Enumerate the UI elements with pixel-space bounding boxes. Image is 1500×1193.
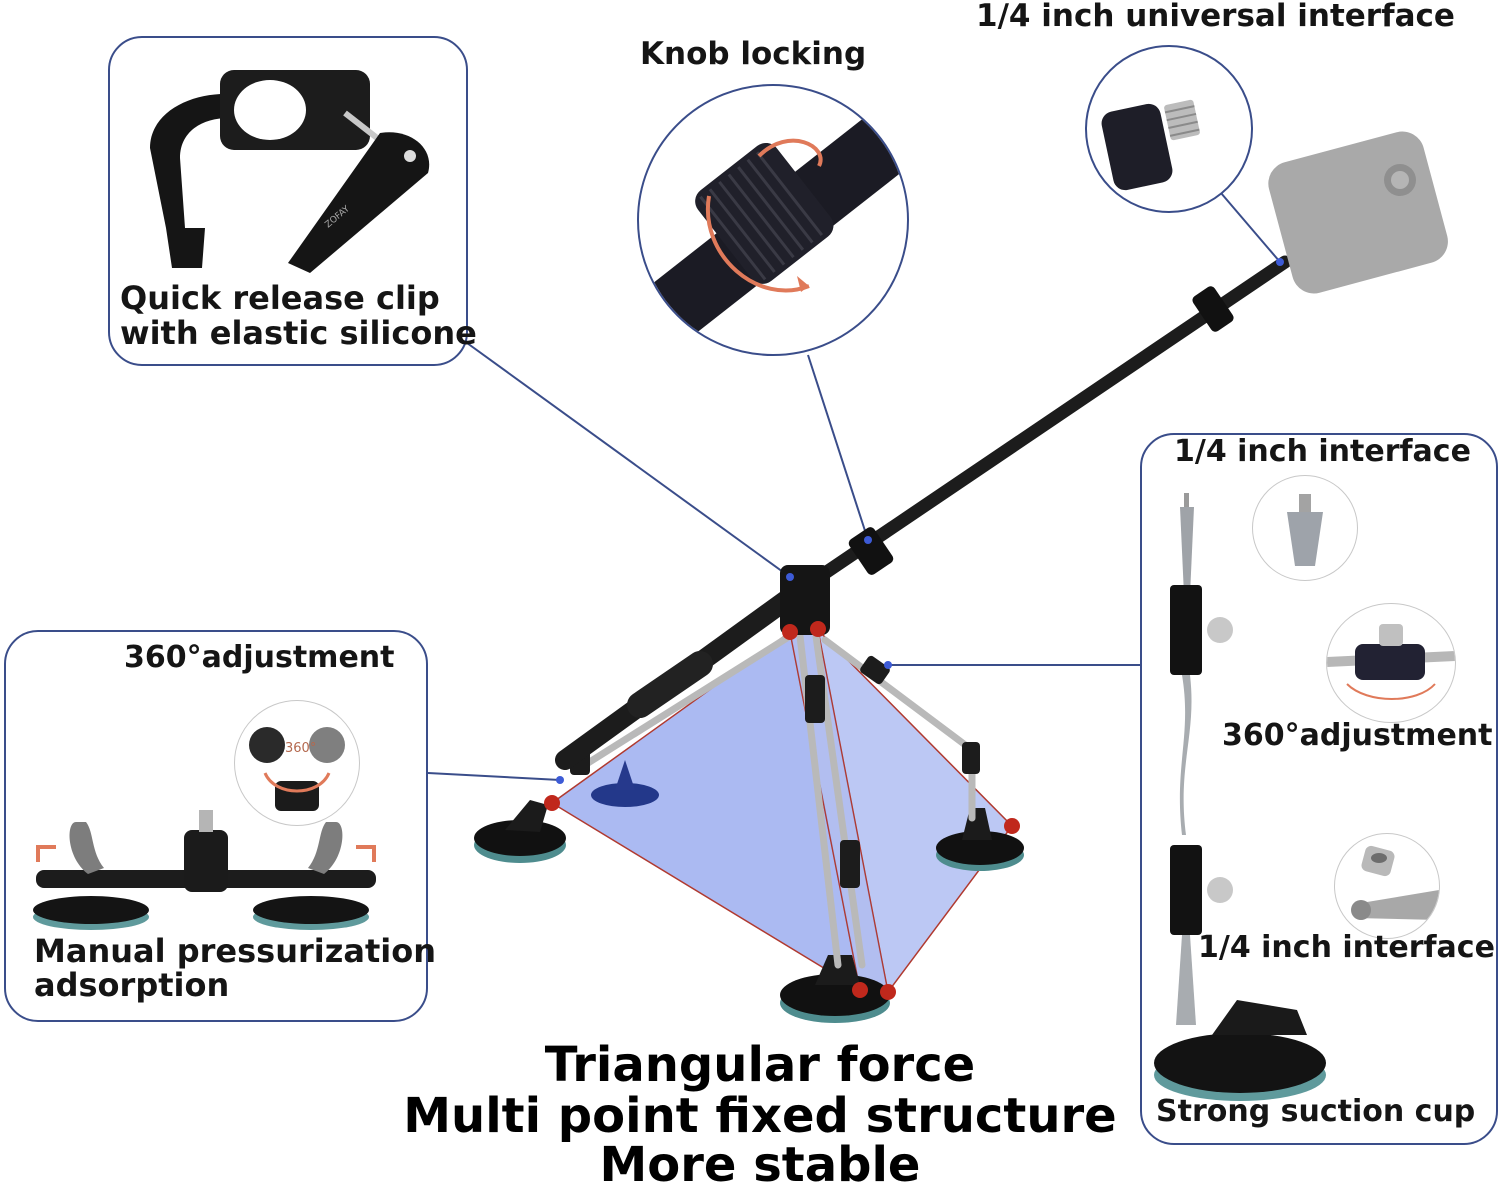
center-mount <box>780 565 830 635</box>
screw-tip-image <box>1287 494 1323 566</box>
triangle-force-shape <box>550 627 1013 994</box>
suction-cup-label: Strong suction cup <box>1156 1094 1476 1129</box>
suction-cup-left <box>474 800 566 863</box>
telescopic-pole <box>555 255 1292 770</box>
adjust-right-label: 360°adjustment <box>1222 718 1493 753</box>
female-thread-circle <box>1334 833 1440 939</box>
pole-assembly-image <box>1154 493 1326 1101</box>
interface-top-label: 1/4 inch interface <box>1174 434 1471 469</box>
knob-locking-label: Knob locking <box>640 36 867 72</box>
clip-label-line1: Quick release clip <box>120 279 440 317</box>
knob-locking-circle <box>637 84 909 356</box>
connector-lines <box>427 185 1281 781</box>
female-thread-image <box>1351 845 1439 920</box>
adjust-left-label: 360°adjustment <box>124 640 395 675</box>
ball-head-360-mark: 360° <box>285 741 317 756</box>
interface-bottom-label: 1/4 inch interface <box>1198 930 1495 965</box>
clamp-circle <box>1326 603 1456 723</box>
pressure-label-line2: adsorption <box>34 966 230 1004</box>
dual-suction-base-image <box>33 810 376 930</box>
anchor-dots <box>556 258 1284 784</box>
quick-release-clip-image: ZOFAY <box>150 70 430 273</box>
pole-panel <box>1140 433 1498 1145</box>
headline-line1: Triangular force <box>544 1037 976 1093</box>
headline-line3: More stable <box>599 1137 921 1193</box>
clip-panel: ZOFAY <box>108 36 468 366</box>
suction-cup-back <box>591 760 659 807</box>
clip-label-line2: with elastic silicone <box>120 314 477 352</box>
universal-interface-label: 1/4 inch universal interface <box>976 0 1455 34</box>
action-camera <box>1268 131 1448 294</box>
universal-interface-circle <box>1085 45 1253 213</box>
joint-dots <box>544 621 1020 1000</box>
screw-tip-circle <box>1252 475 1358 581</box>
suction-base-panel: 360° <box>4 630 428 1022</box>
knob-image <box>639 100 907 354</box>
ball-head-circle: 360° <box>234 700 360 826</box>
clamp-image <box>1327 624 1455 700</box>
pressure-label-line1: Manual pressurization <box>34 932 436 970</box>
headline-line2: Multi point fixed structure <box>403 1088 1117 1144</box>
screw-mount-image <box>1101 99 1200 191</box>
ball-head-image <box>249 727 345 811</box>
